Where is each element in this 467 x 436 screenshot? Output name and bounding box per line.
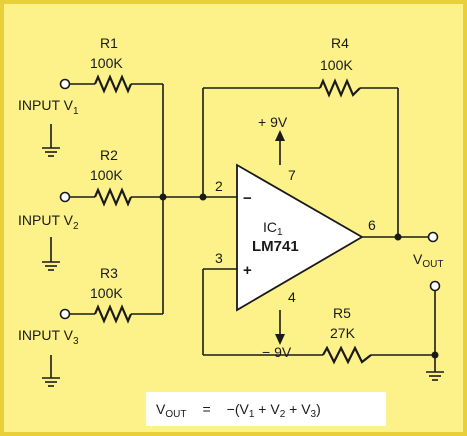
pin-3-label: 3 [215, 250, 223, 266]
r2-name: R2 [100, 147, 118, 163]
ic-name: IC1 [263, 219, 283, 238]
formula-text: VOUT=−(V1 + V2 + V3) [156, 401, 321, 420]
supply-arrows [275, 130, 285, 345]
pin-6-label: 6 [368, 217, 376, 233]
non-inverting-sign: + [243, 262, 252, 279]
r1-value: 100K [90, 55, 123, 71]
r4-name: R4 [331, 35, 349, 51]
ground-icon-v1 [42, 124, 60, 157]
wires [69, 83, 436, 372]
input-label-v3: INPUT V3 [18, 327, 79, 347]
output-terminal [427, 231, 439, 243]
resistor-r1 [93, 74, 133, 94]
supply-positive-label: + 9V [258, 114, 288, 130]
pin-2-label: 2 [215, 178, 223, 194]
r4-value: 100K [320, 57, 353, 73]
r2-value: 100K [90, 167, 123, 183]
input-terminal-v1 [59, 78, 71, 90]
pin-7-label: 7 [288, 167, 296, 183]
input-label-v2: INPUT V2 [18, 212, 79, 232]
output-return-terminal [429, 280, 441, 292]
output-label: VOUT [413, 251, 443, 270]
input-terminal-v3 [59, 308, 71, 320]
supply-negative-label: − 9V [262, 344, 292, 360]
op-amp-triangle [236, 163, 364, 312]
r5-name: R5 [333, 305, 351, 321]
input-label-v1: INPUT V1 [18, 97, 79, 117]
resistor-r5 [322, 345, 372, 365]
ic-part-number: LM741 [252, 238, 299, 255]
formula-box [146, 392, 386, 426]
ground-icon-v2 [42, 237, 60, 271]
r1-name: R1 [100, 35, 118, 51]
resistor-r4 [318, 78, 361, 98]
resistor-r2 [93, 187, 133, 207]
ground-icon-output [426, 371, 444, 381]
pin-4-label: 4 [288, 289, 296, 305]
ground-icon-v3 [42, 355, 60, 387]
junction-dots [159, 193, 439, 359]
r5-value: 27K [330, 325, 356, 341]
resistor-r3 [93, 304, 133, 324]
r3-name: R3 [100, 265, 118, 281]
input-terminal-v2 [59, 191, 71, 203]
r3-value: 100K [90, 285, 123, 301]
inverting-sign: − [243, 190, 252, 207]
